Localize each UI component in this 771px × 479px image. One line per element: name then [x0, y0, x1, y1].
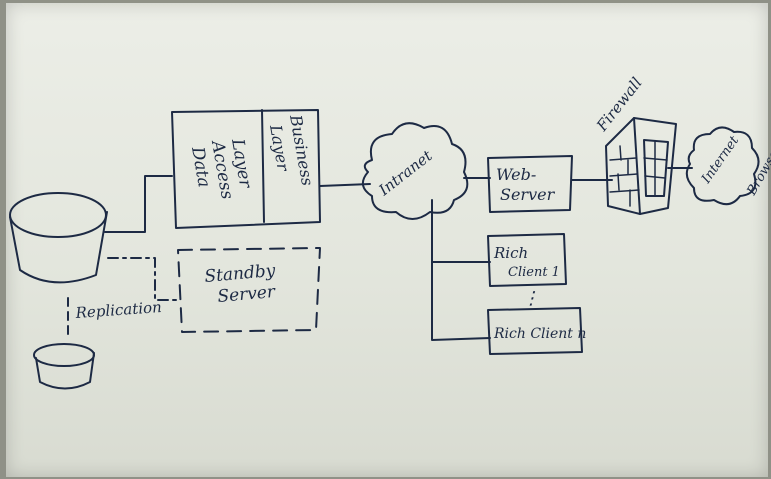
internet-label: Internet [698, 133, 742, 187]
rich-client-1-label-1: Rich [493, 244, 528, 262]
db-app-connector [104, 175, 173, 233]
rich-client-1-box [487, 233, 567, 287]
rich-client-1-connector [431, 199, 491, 263]
intranet-cloud [361, 122, 469, 220]
rich-client-n-connector [431, 261, 491, 341]
firewall-wall [605, 117, 677, 215]
app-intranet-connector [319, 183, 371, 187]
application-server-box [171, 109, 321, 229]
internet-cloud [685, 126, 760, 206]
web-server-box [487, 155, 573, 213]
web-server-label-2: Server [500, 185, 556, 204]
standby-server-box [177, 247, 321, 333]
clients-ellipsis: ⋮ [522, 288, 540, 309]
standby-label-2: Server [217, 282, 277, 307]
rich-client-1-label-2: Client 1 [508, 265, 560, 280]
cut-off-browser-label: Browser [744, 142, 771, 199]
web-server-label-1: Web- [496, 165, 536, 184]
rich-client-n-label: Rich Client n [493, 326, 586, 342]
whiteboard [6, 3, 768, 477]
rich-client-n-box [487, 307, 583, 355]
replication-label: Replication [74, 298, 162, 322]
business-layer-label-1: Business [286, 112, 317, 187]
intranet-label: Intranet [375, 146, 437, 200]
standby-connector [107, 257, 179, 301]
database-cylinder [9, 192, 108, 284]
firewall-label: Firewall [592, 74, 645, 135]
replica-database-cylinder [33, 343, 95, 390]
